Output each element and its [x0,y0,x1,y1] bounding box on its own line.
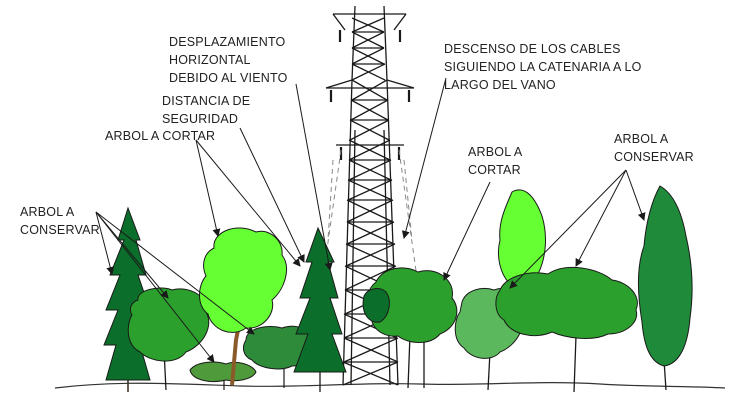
label-tree-to-keep-left: ARBOL A CONSERVAR [20,205,100,237]
bush-olive-low [189,361,257,383]
label-tree-to-cut-right: ARBOL A CORTAR [468,145,523,177]
label-tree-to-cut-left: ARBOL A CORTAR [105,129,216,143]
label-tree-to-keep-right: ARBOL A CONSERVAR [614,132,694,164]
tree-conifer-near-tower [293,226,347,392]
ground-line [54,382,726,389]
tree-broadleaf-right-of-tower [362,267,458,389]
tree-broadleaf-left [127,287,210,391]
label-horizontal-displacement: DESPLAZAMIENTO HORIZONTAL DEBIDO AL VIEN… [169,35,288,85]
tree-cut-left-light-green [199,227,287,386]
pointer-arrows [95,77,646,363]
tree-columnar-right-keep [638,185,693,391]
transmission-tower [325,5,415,386]
tree-broadleaf-right-large [495,267,638,393]
label-safety-distance: DISTANCIA DE SEGURIDAD [162,94,251,126]
cable-swing-dashed-lines [321,149,419,286]
label-cable-descent: DESCENSO DE LOS CABLES SIGUIENDO LA CATE… [444,42,642,92]
